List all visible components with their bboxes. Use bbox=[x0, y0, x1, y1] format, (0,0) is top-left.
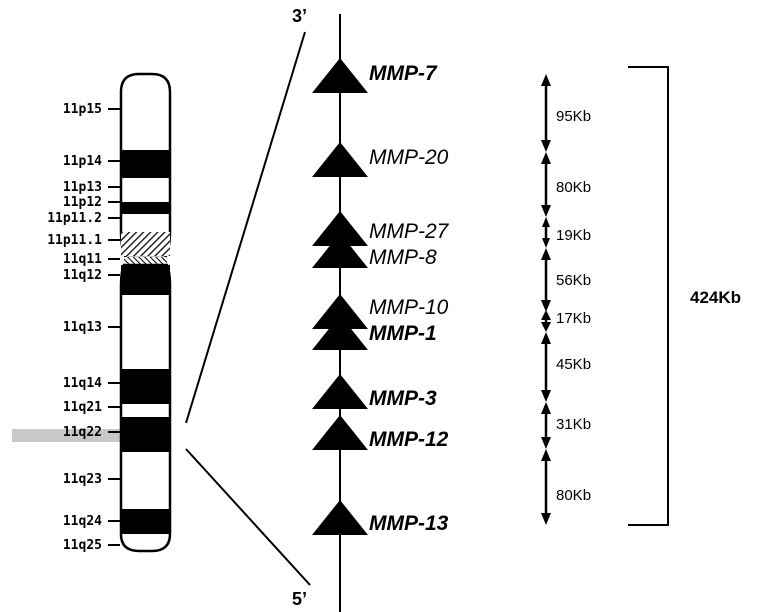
bottom-end-label: 5’ bbox=[292, 589, 307, 609]
centromere bbox=[124, 257, 167, 265]
gene-markers: MMP-7 MMP-20 MMP-27 MMP-8 MMP-10 MMP-1 M… bbox=[312, 58, 450, 535]
distance-label: 80Kb bbox=[556, 487, 591, 504]
distance-label: 56Kb bbox=[556, 272, 591, 289]
distance-label: 31Kb bbox=[556, 416, 591, 433]
distance-arrow bbox=[541, 152, 551, 217]
band-label: 11q12 bbox=[63, 268, 102, 283]
distance-arrow bbox=[541, 402, 551, 449]
distance-arrow bbox=[541, 449, 551, 525]
zoom-line-top bbox=[185, 31, 306, 424]
band-label: 11q22 bbox=[63, 425, 102, 440]
band-labels: 11p15 11p14 11p13 11p12 11p11.2 11p11.1 … bbox=[47, 102, 120, 553]
band-label: 11q21 bbox=[63, 400, 102, 415]
gene-triangle bbox=[312, 211, 368, 246]
gene-triangle bbox=[312, 294, 368, 329]
gene-label: MMP-27 bbox=[369, 220, 450, 243]
gene-label: MMP-12 bbox=[369, 428, 449, 451]
band-11p12 bbox=[121, 202, 170, 214]
band-label: 11p12 bbox=[63, 195, 102, 210]
distance-label: 17Kb bbox=[556, 310, 591, 327]
gene-triangle bbox=[312, 415, 368, 450]
q-arm bbox=[119, 263, 172, 553]
band-11p14 bbox=[121, 150, 170, 178]
band-label: 11p15 bbox=[63, 102, 102, 117]
gene-triangle bbox=[312, 233, 368, 268]
distance-label: 45Kb bbox=[556, 356, 591, 373]
band-label: 11q14 bbox=[63, 376, 102, 391]
band-label: 11q13 bbox=[63, 320, 102, 335]
gene-triangle bbox=[312, 58, 368, 93]
distance-label: 95Kb bbox=[556, 108, 591, 125]
chromosome-11-ideogram bbox=[119, 72, 172, 553]
band-11q12 bbox=[121, 265, 170, 295]
zoom-line-bottom bbox=[185, 448, 311, 586]
gene-label: MMP-20 bbox=[369, 146, 449, 169]
band-label: 11p11.2 bbox=[47, 211, 102, 226]
gene-label: MMP-8 bbox=[369, 246, 437, 269]
band-label: 11p13 bbox=[63, 180, 102, 195]
distance-arrow bbox=[541, 310, 551, 332]
gene-triangle bbox=[312, 500, 368, 535]
distance-arrows: 95Kb 80Kb 19Kb 56Kb 17Kb bbox=[541, 74, 591, 525]
band-11q22 bbox=[121, 417, 170, 452]
band-11p11-1 bbox=[121, 232, 170, 256]
total-label: 424Kb bbox=[690, 288, 741, 307]
gene-triangle bbox=[312, 142, 368, 177]
distance-arrow bbox=[541, 248, 551, 312]
gene-label: MMP-13 bbox=[369, 512, 449, 535]
band-11q24 bbox=[121, 509, 170, 534]
distance-arrow bbox=[541, 74, 551, 152]
band-highlight bbox=[12, 429, 122, 442]
gene-label: MMP-10 bbox=[369, 296, 449, 319]
distance-label: 80Kb bbox=[556, 179, 591, 196]
band-11q14 bbox=[121, 369, 170, 404]
distance-arrow bbox=[541, 332, 551, 402]
gene-triangle bbox=[312, 315, 368, 350]
distance-arrow bbox=[542, 217, 550, 248]
band-label: 11q23 bbox=[63, 472, 102, 487]
gene-label: MMP-1 bbox=[369, 322, 437, 345]
band-label: 11q11 bbox=[63, 252, 102, 267]
band-label: 11q24 bbox=[63, 514, 102, 529]
gene-label: MMP-7 bbox=[369, 62, 438, 85]
band-label: 11p11.1 bbox=[47, 233, 102, 248]
gene-triangle bbox=[312, 374, 368, 409]
top-end-label: 3’ bbox=[292, 6, 307, 26]
band-label: 11q25 bbox=[63, 538, 102, 553]
gene-label: MMP-3 bbox=[369, 387, 437, 410]
total-bracket bbox=[628, 66, 669, 526]
distance-label: 19Kb bbox=[556, 227, 591, 244]
band-label: 11p14 bbox=[63, 154, 102, 169]
